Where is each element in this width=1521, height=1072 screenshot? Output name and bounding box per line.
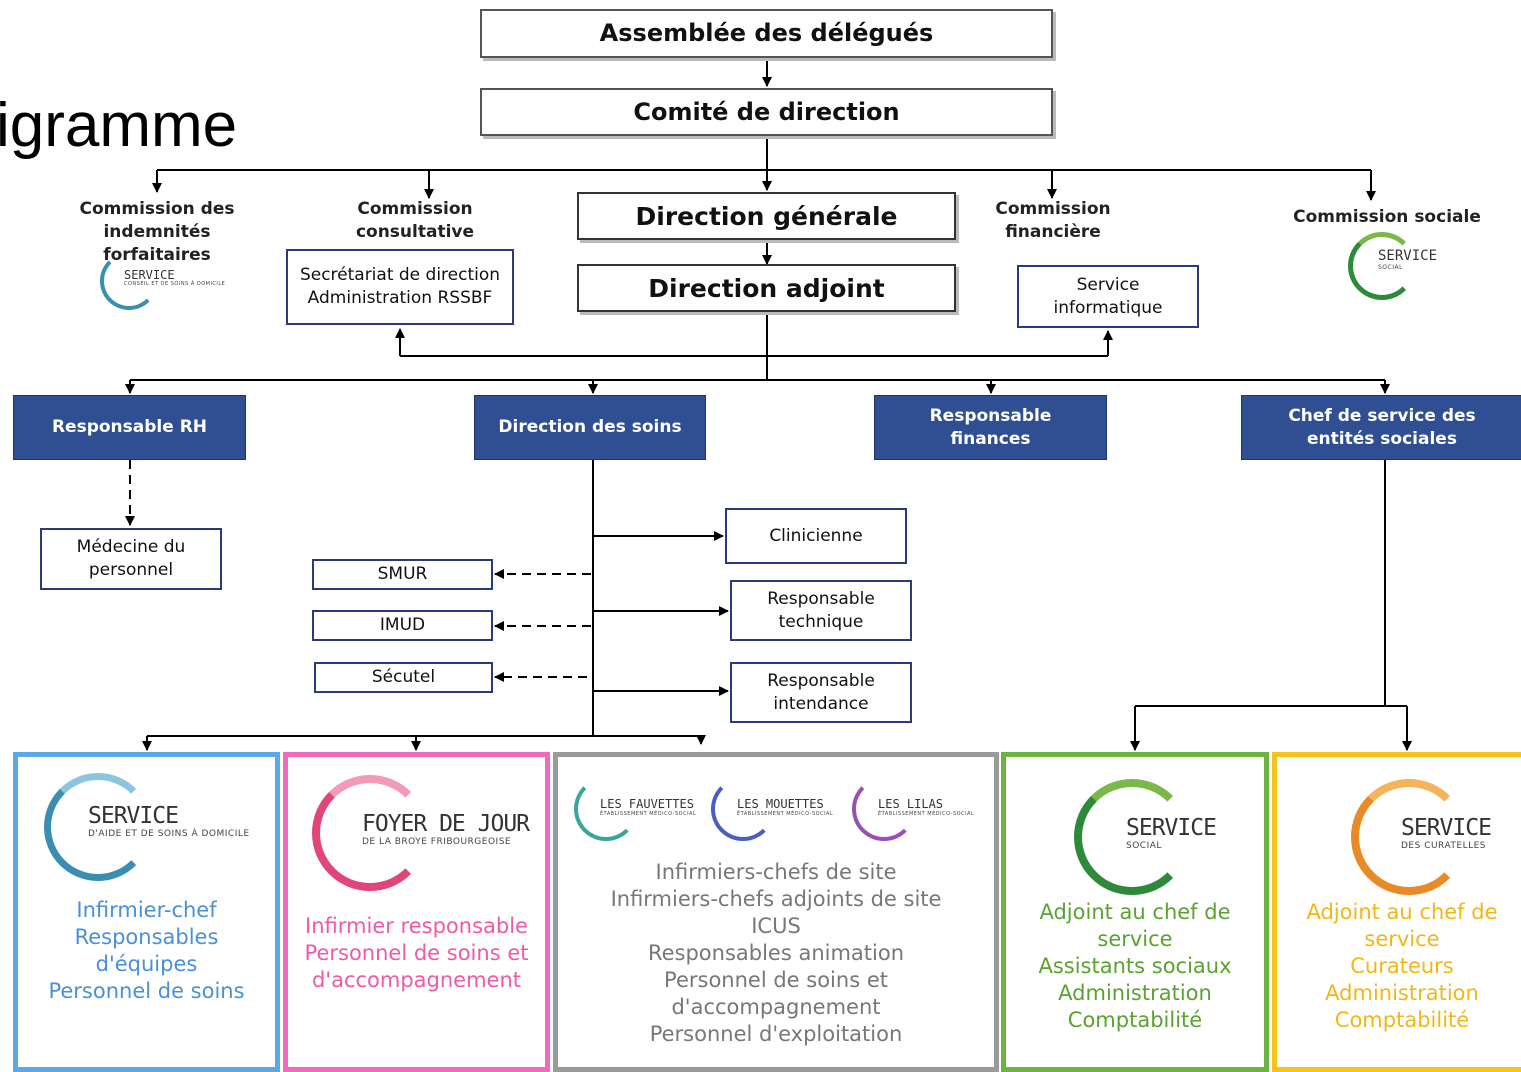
social-line: service	[1097, 927, 1173, 951]
social-line: Assistants sociaux	[1038, 954, 1232, 978]
dept-social: Chef de service des entités sociales	[1241, 395, 1521, 460]
aide-soins-logo-sub: D'AIDE ET DE SOINS À DOMICILE	[88, 829, 250, 839]
ems-line: Infirmiers-chefs adjoints de site	[610, 887, 942, 911]
commission-financiere-label: Commission financière	[995, 199, 1111, 242]
secretariat-line-1: Secrétariat de direction	[299, 265, 501, 285]
mouettes-logo-sub: ÉTABLISSEMENT MÉDICO-SOCIAL	[737, 811, 834, 817]
social-line: Comptabilité	[1067, 1008, 1203, 1032]
curatelles-logo-name: SERVICE	[1401, 815, 1492, 841]
foyer-logo-sub: DE LA BROYE FRIBOURGEOISE	[362, 837, 512, 847]
social-line: Administration	[1058, 981, 1212, 1005]
lilas-logo: LES LILAS ÉTABLISSEMENT MÉDICO-SOCIAL	[852, 777, 992, 841]
commission-sociale-label: Commission sociale	[1293, 207, 1481, 227]
aide-soins-line: Responsables	[74, 925, 219, 949]
commission-consultative-label: Commission consultative	[355, 199, 475, 242]
panel-ems: LES FAUVETTES ÉTABLISSEMENT MÉDICO-SOCIA…	[553, 752, 999, 1072]
social-logo-small-sub: SOCIAL	[1378, 264, 1403, 271]
curatelles-line: Comptabilité	[1334, 1008, 1470, 1032]
aide-soins-line: Infirmier-chef	[76, 898, 217, 922]
committee-box: Comité de direction	[480, 88, 1053, 136]
foyer-logo-name: FOYER DE JOUR	[362, 811, 530, 837]
deputy-direction-box: Direction adjoint	[577, 264, 956, 312]
ems-line: Personnel de soins et	[664, 968, 888, 992]
social-line: Adjoint au chef de	[1039, 900, 1231, 924]
ems-line: ICUS	[751, 914, 801, 938]
imud-box: IMUD	[312, 610, 493, 641]
general-direction-box: Direction générale	[577, 192, 956, 240]
panel-foyer: FOYER DE JOUR DE LA BROYE FRIBOURGEOISE …	[283, 752, 550, 1072]
social-logo: SERVICE SOCIAL	[1074, 779, 1254, 895]
social-logo-name: SERVICE	[1126, 815, 1217, 841]
fauvettes-logo-sub: ÉTABLISSEMENT MÉDICO-SOCIAL	[600, 811, 697, 817]
intendance-box: Responsable intendance	[730, 662, 912, 723]
mouettes-logo-name: LES MOUETTES	[737, 797, 824, 811]
service-logo-small-name: SERVICE	[124, 268, 175, 282]
aide-soins-line: d'équipes	[95, 952, 198, 976]
mouettes-logo: LES MOUETTES ÉTABLISSEMENT MÉDICO-SOCIAL	[711, 777, 845, 841]
foyer-line: d'accompagnement	[311, 968, 522, 992]
dept-rh: Responsable RH	[13, 395, 246, 460]
ems-line: Infirmiers-chefs de site	[655, 860, 897, 884]
fauvettes-logo-name: LES FAUVETTES	[600, 797, 694, 811]
lilas-logo-sub: ÉTABLISSEMENT MÉDICO-SOCIAL	[878, 811, 975, 817]
ems-line: Responsables animation	[647, 941, 905, 965]
service-logo-small: SERVICE CONSEIL ET DE SOINS À DOMICILE	[100, 252, 230, 310]
foyer-line: Personnel de soins et	[304, 941, 529, 965]
aide-soins-line: Personnel de soins	[48, 979, 245, 1003]
social-logo-small: SERVICE SOCIAL	[1348, 232, 1448, 300]
curatelles-line: service	[1364, 927, 1440, 951]
ems-line: Personnel d'exploitation	[649, 1022, 903, 1046]
secutel-box: Sécutel	[314, 662, 493, 693]
assembly-box: Assemblée des délégués	[480, 9, 1053, 58]
social-logo-small-name: SERVICE	[1378, 248, 1438, 264]
dept-soins: Direction des soins	[474, 395, 706, 460]
informatique-box: Service informatique	[1017, 265, 1199, 328]
curatelles-logo: SERVICE DES CURATELLES	[1351, 779, 1521, 895]
secretariat-box: Secrétariat de direction Administration …	[286, 249, 514, 325]
curatelles-line: Adjoint au chef de	[1306, 900, 1498, 924]
fauvettes-logo: LES FAUVETTES ÉTABLISSEMENT MÉDICO-SOCIA…	[574, 777, 708, 841]
panel-curatelles: SERVICE DES CURATELLES Adjoint au chef d…	[1272, 752, 1521, 1072]
aide-soins-logo: SERVICE D'AIDE ET DE SOINS À DOMICILE	[44, 773, 264, 881]
aide-soins-logo-name: SERVICE	[88, 803, 179, 829]
service-logo-small-sub: CONSEIL ET DE SOINS À DOMICILE	[124, 281, 226, 287]
panel-aide-soins: SERVICE D'AIDE ET DE SOINS À DOMICILE In…	[13, 752, 280, 1072]
social-logo-sub: SOCIAL	[1126, 841, 1162, 851]
technique-box: Responsable technique	[730, 580, 912, 641]
clinicienne-box: Clinicienne	[725, 508, 907, 564]
secretariat-line-2: Administration RSSBF	[307, 288, 493, 308]
medecine-box: Médecine du personnel	[40, 528, 222, 590]
page-title: igramme	[0, 91, 238, 160]
smur-box: SMUR	[312, 559, 493, 590]
curatelles-logo-sub: DES CURATELLES	[1401, 841, 1487, 851]
ems-line: d'accompagnement	[671, 995, 881, 1019]
panel-social: SERVICE SOCIAL Adjoint au chef de servic…	[1001, 752, 1269, 1072]
dept-finances: Responsable finances	[874, 395, 1107, 460]
lilas-logo-name: LES LILAS	[878, 797, 944, 811]
foyer-logo: FOYER DE JOUR DE LA BROYE FRIBOURGEOISE	[312, 775, 542, 891]
curatelles-line: Curateurs	[1350, 954, 1454, 978]
foyer-line: Infirmier responsable	[305, 914, 528, 938]
curatelles-line: Administration	[1325, 981, 1479, 1005]
